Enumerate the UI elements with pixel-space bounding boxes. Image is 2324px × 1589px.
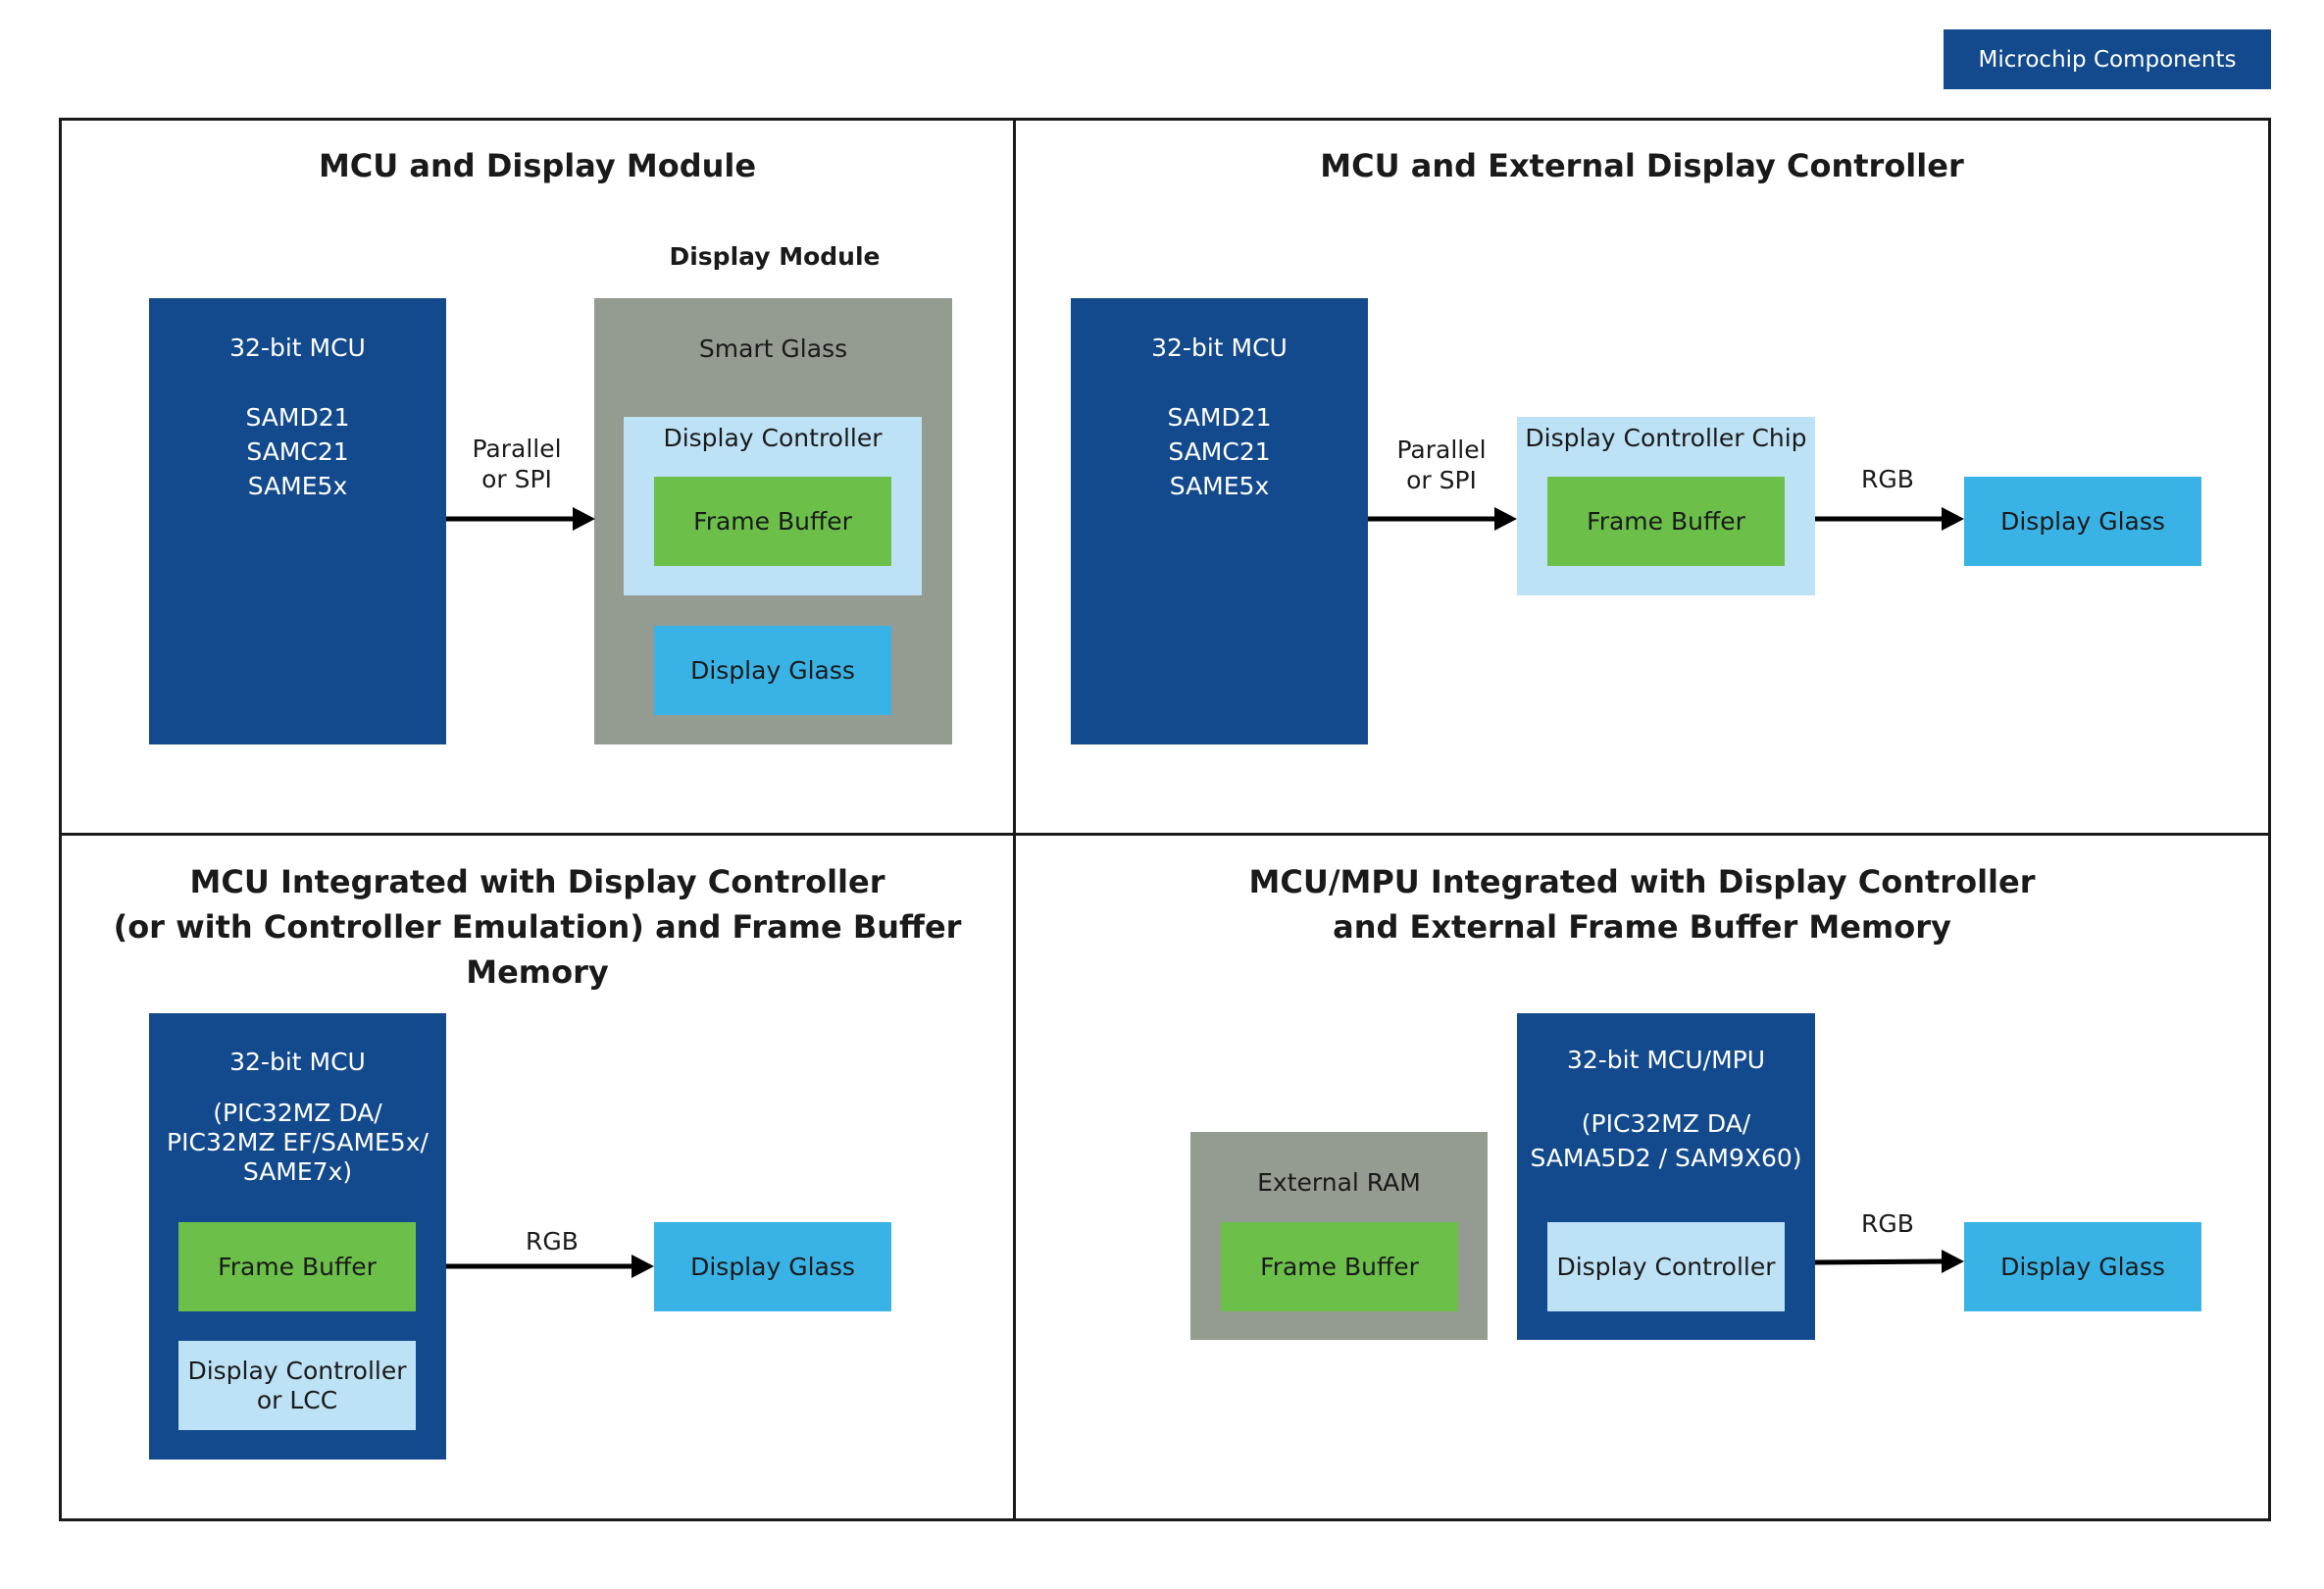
q2-frame-buffer-label: Frame Buffer: [1587, 507, 1745, 536]
q3-display-glass: Display Glass: [654, 1222, 891, 1311]
q3-frame-buffer: Frame Buffer: [178, 1222, 416, 1311]
q1-mcu-part-samd21: SAMD21: [245, 403, 350, 432]
q2-title: MCU and External Display Controller: [1320, 147, 1964, 184]
q3-display-glass-label: Display Glass: [690, 1253, 855, 1281]
q1-arrow-label: Parallel or SPI: [453, 434, 581, 494]
q1-display-glass: Display Glass: [654, 626, 891, 715]
q4-frame-buffer: Frame Buffer: [1221, 1222, 1458, 1311]
q1-smart-glass-label: Smart Glass: [698, 334, 848, 363]
q2-display-glass-label: Display Glass: [2000, 507, 2165, 536]
q1-frame-buffer: Frame Buffer: [654, 477, 891, 566]
q3-mcu-part-line2: PIC32MZ EF/SAME5x/: [167, 1128, 429, 1156]
q4-display-glass-label: Display Glass: [2000, 1253, 2165, 1281]
q1-display-module-label: Display Module: [669, 242, 881, 271]
q1-frame-buffer-label: Frame Buffer: [693, 507, 852, 536]
q4-display-controller: Display Controller: [1547, 1222, 1785, 1311]
q4-display-glass: Display Glass: [1964, 1222, 2201, 1311]
q4-frame-buffer-label: Frame Buffer: [1260, 1253, 1419, 1281]
q3-title-line1: MCU Integrated with Display Controller: [189, 863, 885, 900]
q1-display-controller-label: Display Controller: [663, 424, 883, 452]
q3-display-controller-line2: or LCC: [256, 1385, 338, 1414]
q1-mcu-part-same5x: SAME5x: [247, 472, 348, 500]
vertical-divider: [1013, 118, 1016, 1521]
q3-title: MCU Integrated with Display Controller (…: [62, 859, 1013, 995]
q2-frame-buffer: Frame Buffer: [1547, 477, 1785, 566]
q3-display-controller-or-lcc: Display Controller or LCC: [178, 1341, 416, 1430]
q2-arrow1-label-line1: Parallel: [1396, 436, 1487, 464]
q3-mcu-title: 32-bit MCU: [229, 1048, 366, 1076]
q4-mcu-part-line2: SAMA5D2 / SAM9X60): [1530, 1144, 1802, 1172]
q1-display-glass-label: Display Glass: [690, 656, 855, 685]
q2-mcu-part-same5x: SAME5x: [1169, 472, 1270, 500]
q1-mcu-part-samc21: SAMC21: [246, 437, 349, 466]
q1-mcu-block: 32-bit MCU SAMD21 SAMC21 SAME5x: [149, 298, 446, 744]
q2-arrow2-label: RGB: [1861, 465, 1914, 493]
q4-external-ram-label: External RAM: [1257, 1168, 1421, 1197]
q3-arrow-label: RGB: [526, 1227, 579, 1256]
q4-title-line2: and External Frame Buffer Memory: [1333, 908, 1951, 946]
q4-arrow-label: RGB: [1861, 1209, 1914, 1238]
q3-mcu-part-line3: SAME7x): [242, 1157, 353, 1186]
q2-arrow1-label-line2: or SPI: [1406, 466, 1477, 494]
q4-title: MCU/MPU Integrated with Display Controll…: [1016, 859, 2268, 949]
q3-frame-buffer-label: Frame Buffer: [218, 1253, 377, 1281]
q3-display-controller-line1: Display Controller: [187, 1356, 407, 1385]
legend-microchip-components: Microchip Components: [1944, 29, 2271, 89]
horizontal-divider: [59, 833, 2271, 836]
q1-arrow-label-line2: or SPI: [481, 465, 552, 493]
q4-mcu-part-line1: (PIC32MZ DA/: [1581, 1109, 1751, 1138]
q2-mcu-part-samd21: SAMD21: [1167, 403, 1272, 432]
q2-arrow1-label: Parallel or SPI: [1378, 435, 1505, 495]
q4-title-line1: MCU/MPU Integrated with Display Controll…: [1248, 863, 2036, 900]
diagram-frame: [59, 118, 2271, 1521]
q2-mcu-part-samc21: SAMC21: [1168, 437, 1271, 466]
q4-mcu-title: 32-bit MCU/MPU: [1566, 1046, 1766, 1074]
q2-mcu-title: 32-bit MCU: [1151, 333, 1288, 362]
q2-display-glass: Display Glass: [1964, 477, 2201, 566]
q1-arrow-label-line1: Parallel: [472, 435, 562, 463]
q3-mcu-part-line1: (PIC32MZ DA/: [213, 1099, 382, 1127]
q3-title-line2: (or with Controller Emulation) and Frame…: [113, 908, 962, 991]
q4-display-controller-label: Display Controller: [1556, 1253, 1776, 1281]
q1-title: MCU and Display Module: [318, 147, 757, 184]
q1-mcu-title: 32-bit MCU: [229, 333, 366, 362]
q2-mcu-block: 32-bit MCU SAMD21 SAMC21 SAME5x: [1071, 298, 1368, 744]
q2-controller-chip-label: Display Controller Chip: [1525, 424, 1807, 452]
